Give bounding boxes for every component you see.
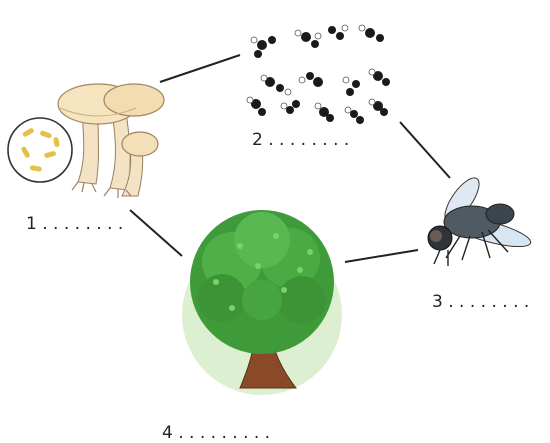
molecules-icon [247, 25, 390, 124]
line-fungi-molecules [160, 55, 240, 82]
mushroom-with-bacteria-icon [8, 84, 164, 198]
tree-icon [182, 210, 342, 395]
label-molecules: 2 . . . . . . . . [252, 130, 349, 150]
label-tree: 4 . . . . . . . . . [162, 423, 270, 443]
label-fly: 3 . . . . . . . . [432, 292, 529, 312]
housefly-icon [428, 173, 533, 266]
line-fly-tree [345, 250, 418, 262]
line-molecules-fly [400, 122, 450, 178]
line-fungi-tree [130, 210, 182, 256]
label-fungi: 1 . . . . . . . . [26, 214, 123, 234]
